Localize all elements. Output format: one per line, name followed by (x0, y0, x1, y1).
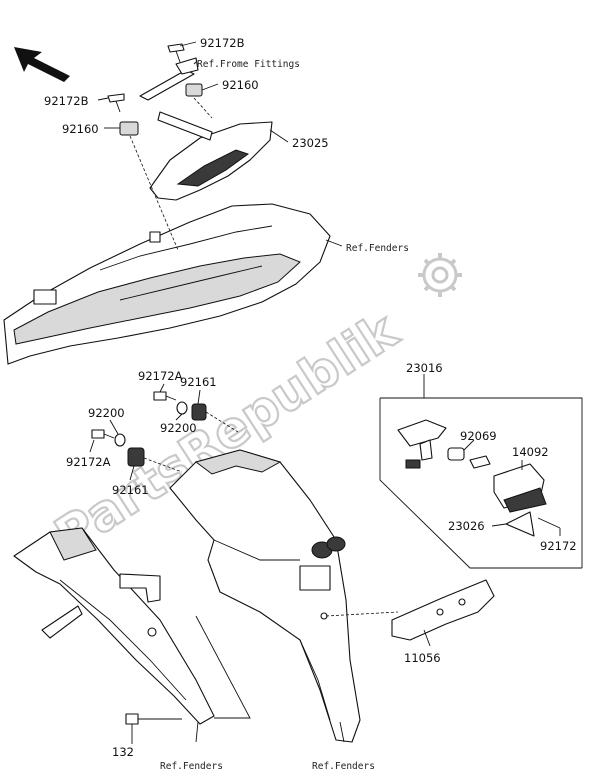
grommet-92161-left (127, 447, 145, 467)
label-92161-top: 92161 (180, 375, 217, 389)
rubber-92160-left (119, 121, 139, 136)
label-ref-fenders-upper: Ref.Fenders (346, 243, 409, 254)
bolt-92172a-left (91, 429, 115, 439)
label-92172a-top: 92172A (138, 369, 183, 383)
label-92200-mid: 92200 (160, 421, 197, 435)
gear-icon (418, 253, 462, 297)
label-92160-left: 92160 (62, 122, 99, 136)
label-23025: 23025 (292, 136, 329, 150)
rear-seat-body (3, 203, 331, 365)
label-92172: 92172 (540, 539, 577, 553)
label-23026: 23026 (448, 519, 485, 533)
washer-92200-left (114, 433, 126, 447)
rubber-92160-top (185, 83, 203, 97)
label-132: 132 (112, 745, 134, 759)
license-bracket-11056 (391, 579, 495, 641)
label-92200-left: 92200 (88, 406, 125, 420)
label-14092: 14092 (512, 445, 549, 459)
label-ref-fenders-bottom-left: Ref.Fenders (160, 761, 223, 772)
bolt-92172b-top (167, 43, 185, 63)
arrow-up-left-icon (14, 47, 70, 82)
label-92172b-top: 92172B (200, 36, 245, 50)
bolt-132 (125, 713, 182, 725)
license-light-box (379, 397, 583, 569)
bolt-92172b-left (107, 93, 125, 113)
label-11056: 11056 (404, 651, 441, 665)
rear-fender (169, 449, 361, 743)
label-92161-left: 92161 (112, 483, 149, 497)
label-92172a-left: 92172A (66, 455, 111, 469)
label-ref-frame-fittings: Ref.Frome Fittings (197, 59, 300, 70)
seat-cowl-23025 (149, 111, 273, 201)
washer-92200-mid (176, 401, 188, 415)
grommet-92161-top (191, 403, 207, 421)
label-23016: 23016 (406, 361, 443, 375)
bolt-92172a-top (153, 391, 177, 401)
flap-bracket (13, 527, 215, 725)
label-92160-top: 92160 (222, 78, 259, 92)
label-92069: 92069 (460, 429, 497, 443)
label-92172b-left: 92172B (44, 94, 89, 108)
frame-bracket (139, 57, 199, 101)
label-ref-fenders-bottom-right: Ref.Fenders (312, 761, 375, 772)
